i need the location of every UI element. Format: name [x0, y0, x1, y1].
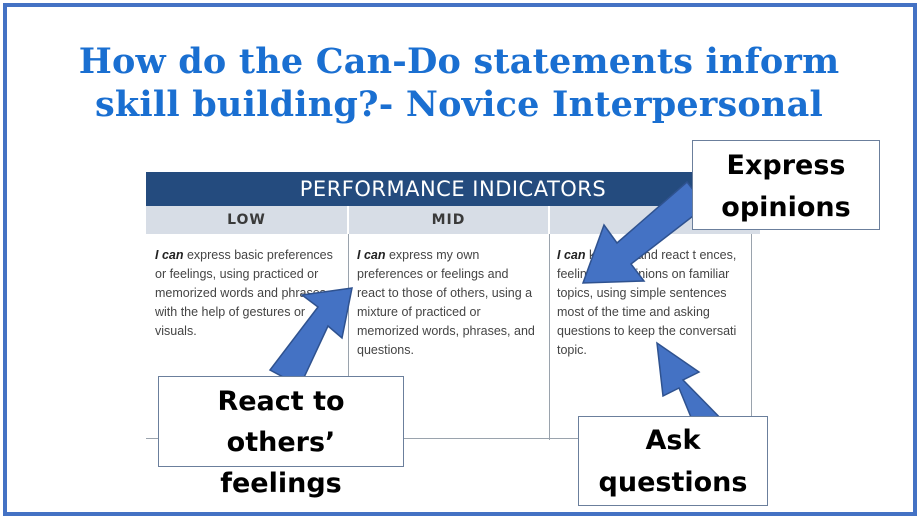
slide-frame: [3, 3, 917, 516]
column-low: [146, 234, 349, 440]
slide-title: How do the Can-Do statements inform skil…: [20, 40, 898, 126]
high-text: k about, and react t ences, feelings, or…: [557, 248, 737, 357]
callout-react-to-others: React to others’ feelings: [158, 376, 404, 499]
column-header-mid: MID: [349, 206, 548, 234]
performance-indicators-header: PERFORMANCE INDICATORS: [146, 172, 760, 206]
callout-ask-line1: Ask: [645, 425, 701, 456]
column-mid: [349, 234, 550, 440]
callout-express-line2: opinions: [721, 192, 851, 223]
title-line-1: How do the Can-Do statements inform: [78, 41, 840, 82]
column-high: [550, 234, 752, 440]
arrow-to-opinions: [581, 180, 708, 284]
high-description: I can k about, and react t ences, feelin…: [557, 246, 743, 360]
callout-express-line1: Express: [726, 150, 846, 181]
high-can: I can: [557, 248, 586, 262]
mid-text: express my own preferences or feelings a…: [357, 248, 535, 357]
callout-ask-questions: Ask questions: [578, 416, 768, 506]
low-can: I can: [155, 248, 184, 262]
column-header-low: LOW: [146, 206, 347, 234]
low-text: express basic preferences or feelings, u…: [155, 248, 333, 338]
callout-react-line1: React to others’: [217, 386, 345, 458]
callout-ask-line2: questions: [598, 467, 748, 498]
callout-express-opinions: Express opinions: [692, 140, 880, 230]
arrow-to-react: [268, 287, 353, 388]
low-description: I can express basic preferences or feeli…: [155, 246, 337, 341]
callout-react-line2: feelings: [220, 468, 342, 499]
mid-can: I can: [357, 248, 386, 262]
table-base-line: [146, 438, 760, 439]
mid-description: I can express my own preferences or feel…: [357, 246, 539, 360]
title-line-2: skill building?- Novice Interpersonal: [95, 84, 823, 125]
